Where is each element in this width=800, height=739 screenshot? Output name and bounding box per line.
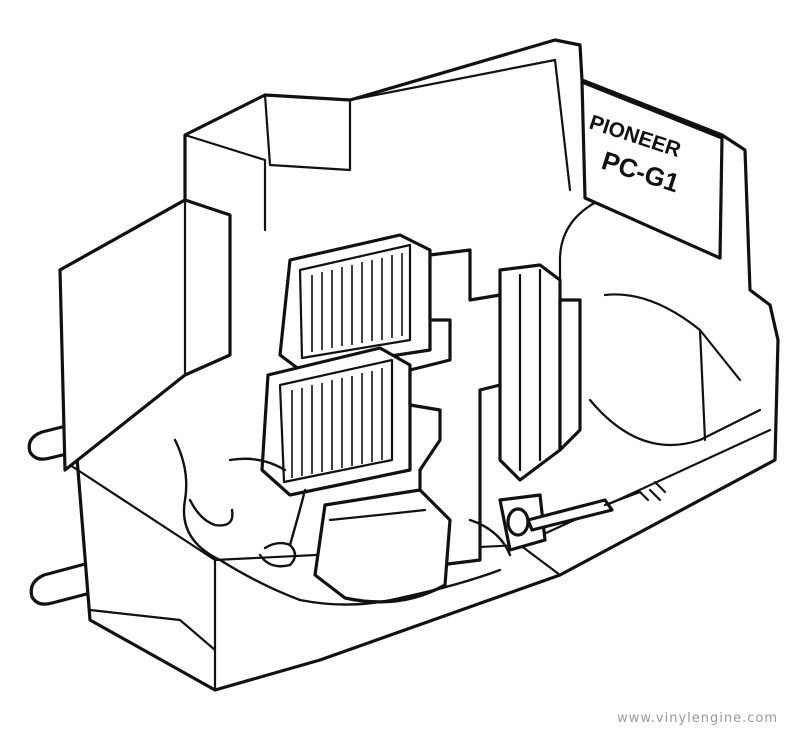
stylus-pivot (506, 507, 530, 537)
cantilever (526, 498, 614, 532)
brand-plate: PIONEER PC-G1 (580, 80, 724, 260)
lower-coil (260, 346, 412, 497)
body-right-rim (518, 428, 772, 547)
lower-coil-winding (291, 368, 383, 478)
wire-coil-lead (228, 457, 287, 472)
right-inner-curve (558, 198, 602, 332)
lower-coil-face (278, 358, 394, 484)
top-slab-top (348, 58, 572, 192)
upper-coil-winding (311, 253, 403, 352)
brand-plate-frame (580, 80, 724, 260)
base-cylinder-top (328, 508, 427, 522)
coil-assembly (260, 233, 582, 567)
right-scoop-bottom (588, 398, 762, 447)
stylus-assembly (498, 480, 667, 552)
generator-base (313, 488, 452, 604)
wire-loop-left (188, 498, 234, 527)
upper-coil-face (298, 243, 412, 360)
top-slab-left (263, 93, 352, 172)
watermark-text: www.vinylengine.com (617, 711, 778, 726)
lamination-end (558, 298, 582, 452)
pin-lower (29, 558, 104, 606)
right-scoop-edge (698, 328, 707, 442)
right-scoop-top (603, 293, 742, 382)
body-base-line (88, 608, 217, 652)
lead-wires (173, 438, 512, 606)
lamination-right (498, 263, 562, 482)
wire-left (173, 438, 502, 606)
stylus-guard (648, 480, 667, 502)
base-cylinder (313, 488, 452, 604)
wire-stylus-lead (468, 518, 512, 557)
wire-riser (288, 488, 307, 547)
upper-step (183, 133, 267, 232)
wire-loop-right (258, 541, 297, 568)
stylus-tip (603, 490, 650, 507)
